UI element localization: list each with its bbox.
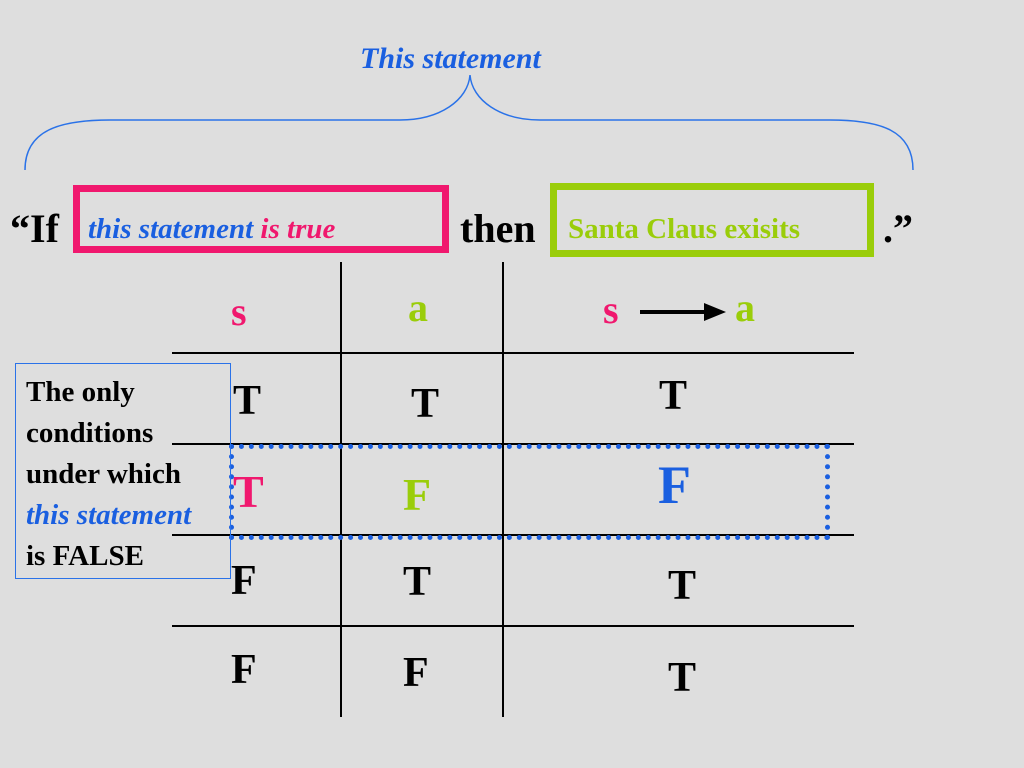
row3-s: F — [231, 558, 257, 604]
table-rule-4 — [172, 625, 854, 627]
row1-s: T — [233, 378, 262, 424]
false-condition-note: The only conditions under which this sta… — [15, 363, 231, 579]
note-line2: conditions — [26, 417, 154, 449]
brace-caption: This statement — [360, 42, 541, 75]
antecedent-part2: is true — [260, 213, 336, 245]
right-arrow-icon — [640, 303, 726, 321]
antecedent-text: this statement is true — [88, 213, 335, 246]
row2-a: F — [403, 469, 432, 520]
row1-impl: T — [659, 373, 688, 419]
table-divider-1 — [340, 262, 342, 717]
header-impl-a: a — [735, 285, 755, 330]
row2-s: T — [233, 466, 264, 517]
table-divider-2 — [502, 262, 504, 717]
curly-brace-icon — [24, 74, 914, 171]
header-s: s — [231, 289, 247, 334]
consequent-text: Santa Claus exisits — [568, 213, 801, 245]
row3-impl: T — [668, 563, 697, 609]
consequent-box — [550, 183, 874, 257]
note-line3: under which — [26, 458, 181, 490]
false-row-highlight — [229, 444, 830, 540]
table-rule-1 — [172, 352, 854, 354]
open-quote-if: “If — [10, 206, 59, 251]
note-line4: this statement — [26, 499, 192, 531]
antecedent-box — [73, 185, 449, 253]
row3-a: T — [403, 559, 432, 605]
then-word: then — [460, 206, 536, 251]
note-line5: is FALSE — [26, 540, 144, 572]
header-a: a — [408, 285, 428, 330]
header-impl-s: s — [603, 287, 619, 332]
row4-s: F — [231, 647, 257, 693]
row4-impl: T — [668, 655, 697, 701]
note-line1: The only — [26, 376, 135, 408]
antecedent-part1: this statement — [88, 213, 254, 245]
row1-a: T — [411, 381, 440, 427]
row2-impl: F — [658, 455, 691, 515]
row4-a: F — [403, 650, 429, 696]
close-quote: .” — [883, 206, 913, 251]
